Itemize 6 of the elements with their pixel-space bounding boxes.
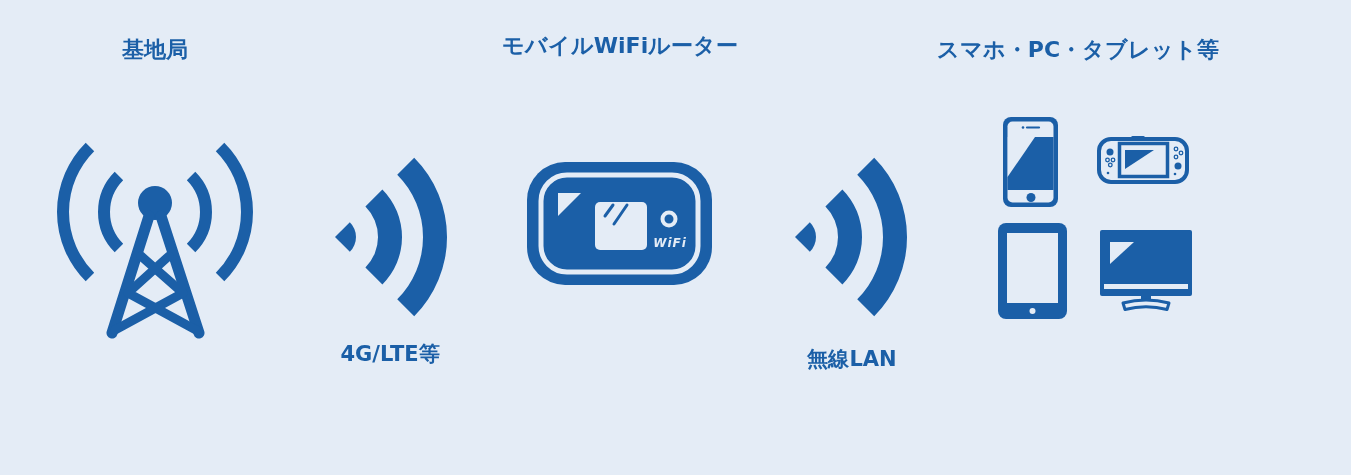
- router-label: WiFi: [653, 235, 687, 251]
- heading: 基地局: [122, 36, 188, 64]
- heading: モバイルWiFiルーター: [501, 32, 739, 60]
- connection-label: 無線LAN: [807, 347, 897, 373]
- connection-label: 4G/LTE等: [340, 342, 440, 368]
- heading: スマホ・PC・タブレット等: [936, 36, 1220, 64]
